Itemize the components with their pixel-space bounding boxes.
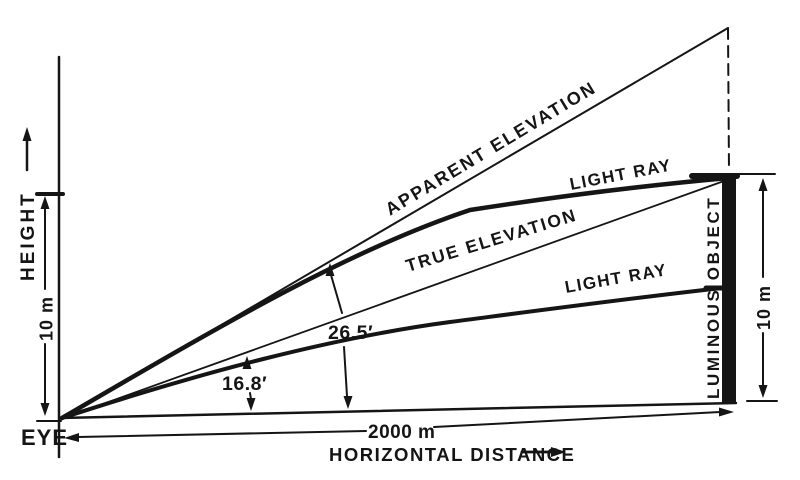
distance-arrow-right-icon <box>719 407 734 417</box>
object-height-dim-label: 10 m <box>754 285 774 330</box>
horizontal-distance-arrow-right-icon <box>551 447 566 457</box>
height-axis-arrow-up-icon <box>22 127 32 141</box>
apparent-angle-arrow-up-icon <box>325 263 335 276</box>
horizontal-distance-label: HORIZONTAL DISTANCE <box>329 444 575 465</box>
true-angle-label: 16.8′ <box>222 373 267 395</box>
luminous-object: LUMINOUS OBJECT <box>704 174 736 404</box>
distance-dimension: 2000 m <box>64 407 734 443</box>
distance-arrow-left-icon <box>64 433 79 442</box>
observer-height-dimension: 10 m <box>35 192 65 422</box>
apparent-angle-arrow-down-icon <box>343 396 353 409</box>
observer-height-dim-label: 10 m <box>37 296 57 341</box>
sight-lines <box>58 27 740 421</box>
height-axis: HEIGHT <box>18 55 61 459</box>
apparent-angle-shaft-upper <box>330 274 343 314</box>
light-ray-upper-curve <box>59 175 731 421</box>
apparent-angle-shaft-lower <box>343 346 348 397</box>
light-ray-lower-label: LIGHT RAY <box>563 260 668 297</box>
distance-shaft-left <box>77 430 367 438</box>
apparent-angle-label: 26.5′ <box>328 322 373 344</box>
apparent-position-dashed-line <box>727 27 730 172</box>
height-axis-label: HEIGHT <box>18 191 39 281</box>
object-height-dimension: 10 m <box>735 173 778 402</box>
eye-label: EYE <box>21 425 68 450</box>
object-dim-arrow-up-icon <box>758 178 768 191</box>
light-ray-lower-curve <box>60 286 724 420</box>
dim-arrow-up-icon <box>40 196 50 209</box>
true-elevation-line <box>60 180 725 420</box>
true-angle-arrow-down-icon <box>246 398 256 411</box>
luminous-object-label: LUMINOUS OBJECT <box>704 196 723 399</box>
object-dim-arrow-down-icon <box>758 385 768 398</box>
apparent-angle-annotation: 26.5′ <box>325 263 373 409</box>
true-angle-arrow-up-icon <box>242 356 252 369</box>
bottom-labels: EYE HORIZONTAL DISTANCE <box>21 425 575 465</box>
true-angle-annotation: 16.8′ <box>222 356 267 411</box>
ground-line <box>58 401 738 420</box>
dim-arrow-down-icon <box>40 403 50 416</box>
distance-value-label: 2000 m <box>368 422 435 443</box>
distance-shaft-right <box>433 411 721 428</box>
luminous-object-bar <box>722 174 736 404</box>
